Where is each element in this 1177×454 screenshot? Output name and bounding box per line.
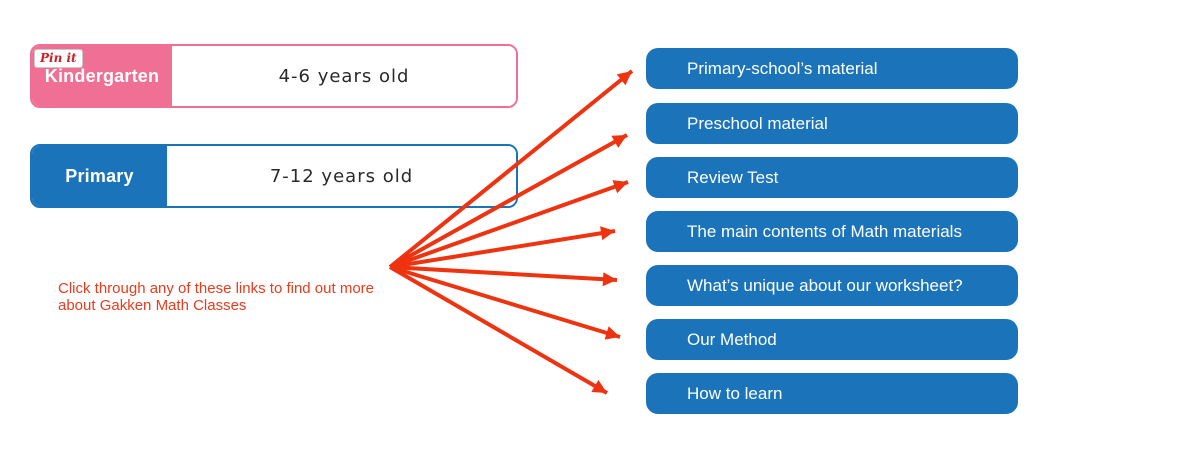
- caption-text: Click through any of these links to find…: [58, 280, 374, 314]
- primary-label-text: Primary: [65, 165, 134, 186]
- link-primary-school-material[interactable]: Primary-school’s material: [646, 48, 1018, 89]
- arrow-to-our-method: [389, 265, 621, 340]
- primary-card: Primary 7-12 years old: [30, 144, 518, 208]
- primary-label: Primary: [32, 146, 167, 206]
- link-how-to-learn[interactable]: How to learn: [646, 373, 1018, 414]
- link-preschool-material[interactable]: Preschool material: [646, 103, 1018, 144]
- pin-it-button[interactable]: Pin it: [34, 49, 83, 68]
- kindergarten-label-text: Kindergarten: [44, 65, 160, 86]
- link-review-test[interactable]: Review Test: [646, 157, 1018, 198]
- arrow-to-main-contents: [389, 226, 616, 269]
- kindergarten-label: Pin it Kindergarten: [32, 46, 172, 106]
- kindergarten-card: Pin it Kindergarten 4-6 years old: [30, 44, 518, 108]
- link-unique-worksheet[interactable]: What’s unique about our worksheet?: [646, 265, 1018, 306]
- arrow-to-how-to-learn: [388, 265, 609, 395]
- link-main-contents-math-materials[interactable]: The main contents of Math materials: [646, 211, 1018, 252]
- kindergarten-age-range: 4-6 years old: [172, 46, 516, 106]
- arrow-to-unique-worksheet: [389, 265, 618, 287]
- primary-age-range: 7-12 years old: [167, 146, 516, 206]
- link-our-method[interactable]: Our Method: [646, 319, 1018, 360]
